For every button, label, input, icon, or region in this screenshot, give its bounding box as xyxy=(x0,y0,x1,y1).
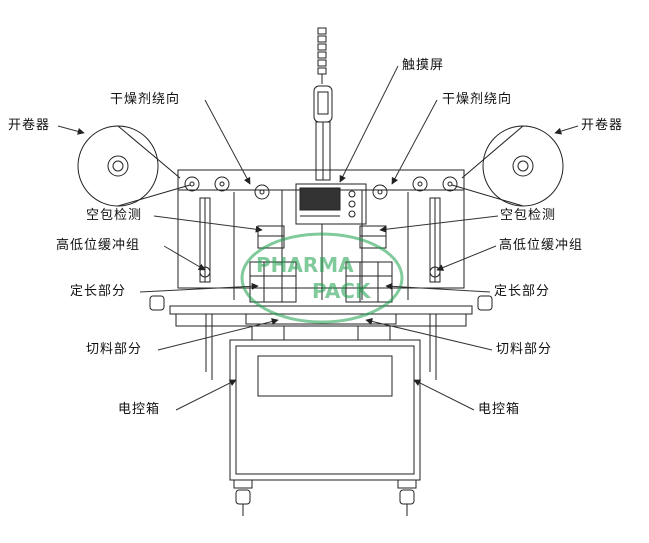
label-cutting-right: 切料部分 xyxy=(496,342,553,357)
leader-lines xyxy=(57,65,579,411)
guide-rollers-right xyxy=(372,176,458,200)
fixed-length-module-right xyxy=(345,261,393,303)
empty-bag-detector-left xyxy=(257,225,285,249)
label-control-box-left: 电控箱 xyxy=(118,402,161,417)
signal-tower xyxy=(317,27,327,84)
touchscreen-panel xyxy=(295,183,367,225)
watermark: PHARMA PACK xyxy=(240,232,404,324)
unwinder-reel-right xyxy=(451,125,564,207)
label-cutting-left: 切料部分 xyxy=(86,342,143,357)
label-empty-bag-detect-right: 空包检测 xyxy=(500,208,557,223)
fixed-length-module-left xyxy=(249,261,297,303)
label-touchscreen: 触摸屏 xyxy=(402,58,445,73)
label-control-box-right: 电控箱 xyxy=(478,402,521,417)
label-buffer-group-right: 高低位缓冲组 xyxy=(499,238,584,253)
label-fixed-length-right: 定长部分 xyxy=(494,284,551,299)
buffer-rail-right xyxy=(429,197,441,283)
empty-bag-detector-right xyxy=(359,225,387,249)
buffer-rail-left xyxy=(199,197,211,283)
watermark-line2: PACK xyxy=(312,279,372,303)
cutter-left xyxy=(251,325,285,341)
table-plate xyxy=(169,305,473,315)
guide-rollers-left xyxy=(184,176,270,200)
caster-left xyxy=(233,479,253,516)
control-cabinet xyxy=(229,339,421,481)
caster-right xyxy=(397,479,417,516)
main-frame xyxy=(177,169,465,289)
label-unwinder-left: 开卷器 xyxy=(8,118,51,133)
unwinder-reel-left xyxy=(77,125,191,207)
touchscreen-arm xyxy=(313,85,333,181)
label-desiccant-direction-left: 干燥剂绕向 xyxy=(110,92,181,107)
label-unwinder-right: 开卷器 xyxy=(581,118,624,133)
label-desiccant-direction-right: 干燥剂绕向 xyxy=(442,92,513,107)
label-fixed-length-left: 定长部分 xyxy=(70,284,127,299)
label-empty-bag-detect-left: 空包检测 xyxy=(86,208,143,223)
cutter-right xyxy=(357,325,391,341)
label-buffer-group-left: 高低位缓冲组 xyxy=(56,238,141,253)
watermark-line1: PHARMA xyxy=(256,253,354,277)
